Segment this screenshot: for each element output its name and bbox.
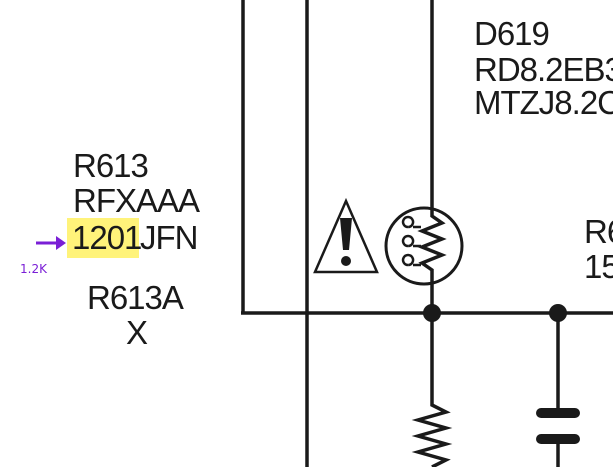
d619-part2-label: MTZJ8.2C	[474, 84, 613, 121]
code-highlight	[67, 218, 139, 258]
capacitor-icon	[536, 408, 580, 467]
r613-part-prefix-label: RFXAAA	[73, 182, 200, 219]
partial-value-label: 15	[584, 248, 613, 285]
annotation-value: 1.2K	[20, 262, 48, 276]
r613-suffix-label: JFN	[140, 219, 198, 256]
partial-ref-label: R6	[584, 213, 613, 250]
r613a-ref-label: R613A	[87, 279, 184, 316]
r613-highlighted-code: 1201	[72, 219, 141, 256]
arrow-right-icon	[36, 236, 66, 250]
d619-ref-label: D619	[474, 15, 549, 52]
resistor-icon	[411, 395, 453, 467]
r613-ref-label: R613	[73, 147, 148, 184]
junction-dot	[423, 304, 441, 322]
junction-dot	[549, 304, 567, 322]
r613a-value-label: X	[126, 314, 148, 351]
thermistor-icon	[384, 198, 464, 286]
warning-triangle-icon	[313, 197, 379, 274]
d619-part1-label: RD8.2EB3	[474, 51, 613, 88]
